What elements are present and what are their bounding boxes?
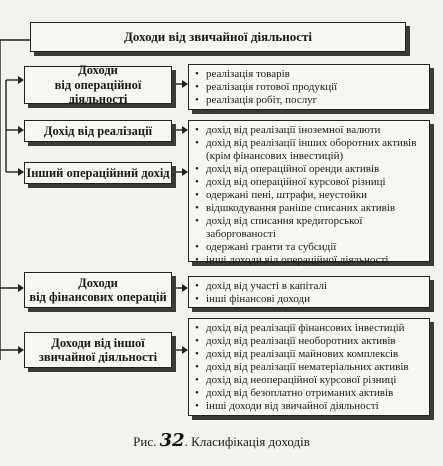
list-item: інші доходи від звичайної діяльності bbox=[195, 400, 425, 413]
root-title: Доходи від звичайної діяльності bbox=[123, 28, 313, 44]
list-item: дохід від реалізації фінансових інвестиц… bbox=[195, 322, 425, 335]
list-item: одержані гранти та субсидії bbox=[195, 241, 425, 254]
caption-prefix: Рис. bbox=[133, 434, 160, 449]
caption-number: 32 bbox=[159, 430, 185, 451]
list-item: інші доходи від операційної діяльності bbox=[195, 254, 425, 267]
list-item: дохід від реалізації іноземної валюти bbox=[195, 124, 425, 137]
list-item: одержані пені, штрафи, неустойки bbox=[195, 189, 425, 202]
list-item: відшкодування раніше списаних активів bbox=[195, 202, 425, 215]
list-item: дохід від безоплатно отриманих активів bbox=[195, 387, 425, 400]
list-item: дохід від участі в капіталі bbox=[195, 280, 425, 293]
list-item: дохід від реалізації нематеріальних акти… bbox=[195, 361, 425, 374]
list-other-operating-income: дохід від реалізації іноземної валюти до… bbox=[188, 120, 430, 267]
list-item: дохід від операційної оренди активів bbox=[195, 163, 425, 176]
category-label-line2: від операційної діяльності bbox=[54, 77, 142, 107]
category-label-line2: від фінансових операцій bbox=[29, 290, 167, 304]
list-item: інші фінансові доходи bbox=[195, 293, 425, 306]
list-item: дохід від реалізації інших оборотних акт… bbox=[195, 137, 425, 163]
list-item: дохід від неопераційної курсової різниці bbox=[195, 374, 425, 387]
category-other-ordinary-income: Доходи від іншої звичайної діяльності bbox=[24, 332, 172, 368]
category-sales-income: Дохід від реалізації bbox=[24, 120, 172, 142]
root-box: Доходи від звичайної діяльності bbox=[30, 22, 406, 52]
category-financial-income: Доходи від фінансових операцій bbox=[24, 272, 172, 308]
category-label-line1: Дохід від реалізації bbox=[43, 123, 153, 138]
list-item: реалізація товарів bbox=[195, 68, 425, 81]
list-item: реалізація готової продукції bbox=[195, 81, 425, 94]
category-label-line1: Доходи bbox=[78, 63, 118, 78]
list-financial-income: дохід від участі в капіталі інші фінансо… bbox=[188, 276, 430, 308]
category-label-line1: Доходи від іншої bbox=[51, 335, 145, 350]
list-item: дохід від операційної курсової різниці bbox=[195, 176, 425, 189]
list-item: дохід від списання кредиторської заборго… bbox=[195, 215, 425, 241]
list-operating-income: реалізація товарів реалізація готової пр… bbox=[188, 64, 430, 110]
figure-caption: Рис. 32. Класифікація доходів bbox=[0, 430, 443, 451]
category-label-line1: Інший операційний дохід bbox=[26, 165, 170, 180]
list-item: реалізація робіт, послуг bbox=[195, 94, 425, 107]
list-item: дохід від реалізації майнових комплексів bbox=[195, 348, 425, 361]
caption-text: . Класифікація доходів bbox=[184, 434, 310, 449]
category-label-line1: Доходи bbox=[78, 275, 118, 290]
list-item: дохід від реалізації необоротних активів bbox=[195, 335, 425, 348]
category-label-line2: звичайної діяльності bbox=[38, 350, 158, 364]
category-operating-income: Доходи від операційної діяльності bbox=[24, 63, 172, 107]
category-other-operating-income: Інший операційний дохід bbox=[24, 162, 172, 184]
list-other-ordinary-income: дохід від реалізації фінансових інвестиц… bbox=[188, 318, 430, 416]
